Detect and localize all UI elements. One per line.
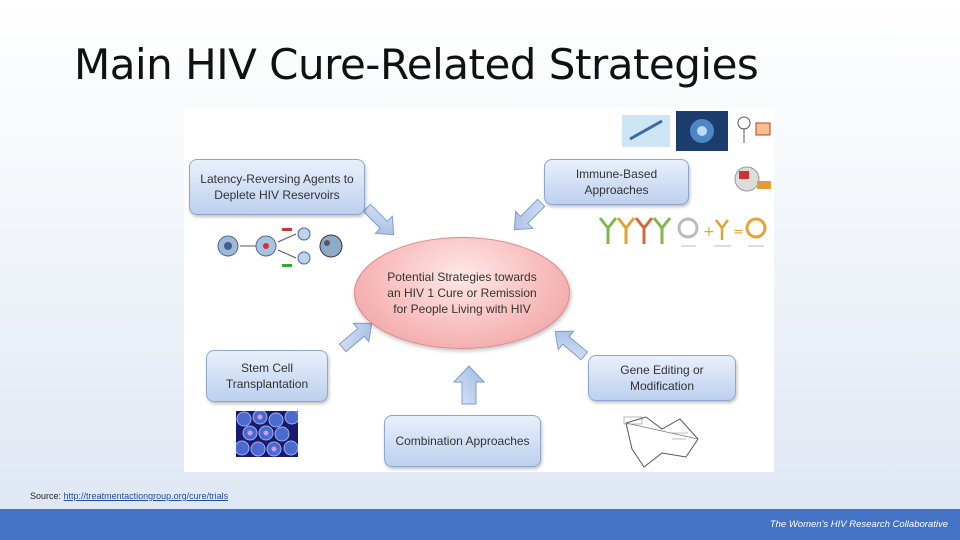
arrow-immune xyxy=(513,198,546,231)
arrows-layer xyxy=(338,198,589,405)
stem-cell-image xyxy=(236,411,298,457)
arrow-combination xyxy=(452,365,486,405)
gene-editing-sketch xyxy=(623,416,699,468)
box-gene-editing: Gene Editing or Modification xyxy=(588,355,736,401)
arrow-latency xyxy=(362,203,395,236)
arrow-stem-cell xyxy=(338,322,373,353)
box-immune-based: Immune-Based Approaches xyxy=(544,159,689,205)
box-stem-cell: Stem Cell Transplantation xyxy=(206,350,328,402)
footer-text: The Women's HIV Research Collaborative xyxy=(769,519,948,530)
strategy-diagram: Latency-Reversing Agents to Deplete HIV … xyxy=(184,109,774,472)
page-title: Main HIV Cure-Related Strategies xyxy=(74,40,759,89)
vaccine-icon xyxy=(734,166,771,192)
footer-bar: The Women's HIV Research Collaborative xyxy=(0,509,960,540)
svg-text:+: + xyxy=(703,224,715,240)
antibody-illustration: + = xyxy=(598,217,767,247)
arrow-gene-editing xyxy=(554,330,589,361)
box-latency-reversing: Latency-Reversing Agents to Deplete HIV … xyxy=(189,159,365,215)
source-label: Source: xyxy=(30,491,62,501)
svg-text:=: = xyxy=(733,225,744,240)
latency-illustration xyxy=(217,227,343,267)
box-combination: Combination Approaches xyxy=(384,415,541,467)
source-citation: Source: http://treatmentactiongroup.org/… xyxy=(30,491,228,501)
center-ellipse: Potential Strategies towards an HIV 1 Cu… xyxy=(354,237,570,349)
source-link[interactable]: http://treatmentactiongroup.org/cure/tri… xyxy=(63,491,229,501)
immune-photos xyxy=(622,111,771,151)
